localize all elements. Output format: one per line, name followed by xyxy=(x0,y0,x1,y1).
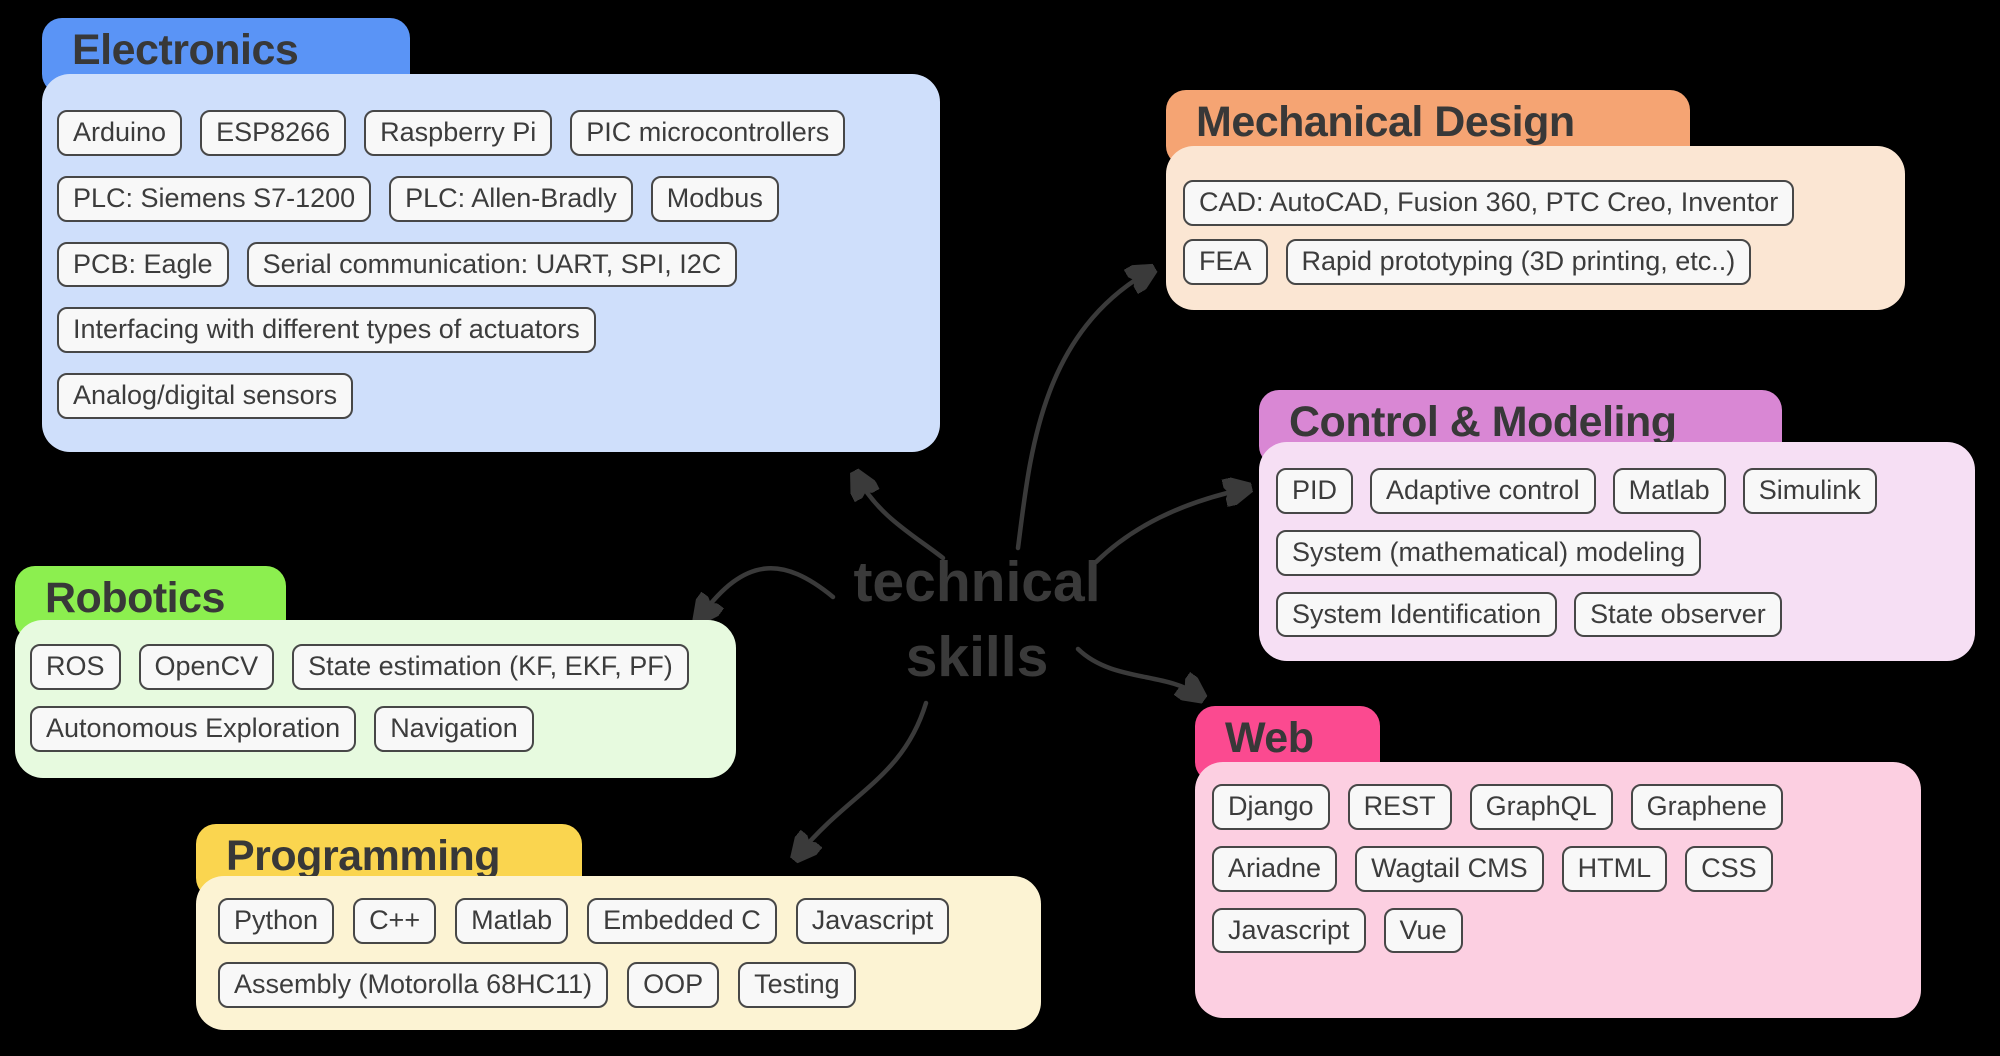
robotics-panel: ROS OpenCV State estimation (KF, EKF, PF… xyxy=(15,620,736,778)
arrow-to-programming xyxy=(799,700,929,854)
skill-row: Autonomous Exploration Navigation xyxy=(30,705,721,752)
skill-pill: REST xyxy=(1347,784,1452,830)
skill-row: PCB: Eagle Serial communication: UART, S… xyxy=(57,241,925,288)
skill-pill: Testing xyxy=(738,961,856,1008)
skill-pill: Vue xyxy=(1383,907,1463,954)
skill-pill: Interfacing with different types of actu… xyxy=(57,307,596,353)
skill-pill: Navigation xyxy=(374,705,534,752)
mechanical-design-panel: CAD: AutoCAD, Fusion 360, PTC Creo, Inve… xyxy=(1166,146,1905,310)
control-modeling-title: Control & Modeling xyxy=(1289,398,1677,446)
skill-pill: Modbus xyxy=(650,175,779,222)
skill-row: Ariadne Wagtail CMS HTML CSS xyxy=(1212,845,1905,892)
skill-pill: Raspberry Pi xyxy=(364,110,553,156)
arrow-to-control-modeling xyxy=(1093,489,1244,565)
skill-row: Python C++ Matlab Embedded C Javascript xyxy=(218,898,1025,944)
skill-pill: OOP xyxy=(627,961,720,1008)
skill-pill: Autonomous Exploration xyxy=(30,705,357,752)
skill-pill: Matlab xyxy=(455,898,569,944)
skill-pill: Javascript xyxy=(795,898,950,944)
arrow-to-web xyxy=(1075,646,1198,695)
skill-row: PID Adaptive control Matlab Simulink xyxy=(1276,468,1961,514)
skill-row: Django REST GraphQL Graphene xyxy=(1212,784,1905,830)
skill-pill: PLC: Allen-Bradly xyxy=(389,175,633,222)
skill-row: System (mathematical) modeling xyxy=(1276,529,1961,576)
skill-pill: Embedded C xyxy=(587,898,777,944)
electronics-title: Electronics xyxy=(72,26,299,74)
skill-pill: Arduino xyxy=(57,110,183,156)
skill-row: Interfacing with different types of actu… xyxy=(57,307,925,353)
skill-pill: Javascript xyxy=(1212,907,1366,954)
skill-pill: Adaptive control xyxy=(1370,468,1596,514)
skill-pill: PCB: Eagle xyxy=(57,241,229,288)
skill-row: Arduino ESP8266 Raspberry Pi PIC microco… xyxy=(57,110,925,156)
skill-pill: Graphene xyxy=(1630,784,1783,830)
robotics-title: Robotics xyxy=(45,574,225,622)
skill-pill: PLC: Siemens S7-1200 xyxy=(57,175,372,222)
skill-pill: Ariadne xyxy=(1212,845,1338,892)
skill-pill: Simulink xyxy=(1742,468,1877,514)
skill-pill: Wagtail CMS xyxy=(1355,845,1544,892)
skill-pill: System (mathematical) modeling xyxy=(1276,529,1702,576)
arrow-to-electronics xyxy=(858,478,946,561)
control-modeling-panel: PID Adaptive control Matlab Simulink Sys… xyxy=(1259,442,1975,661)
skill-pill: GraphQL xyxy=(1469,784,1613,830)
skill-row: Javascript Vue xyxy=(1212,907,1905,954)
skill-row: CAD: AutoCAD, Fusion 360, PTC Creo, Inve… xyxy=(1183,180,1889,226)
skill-pill: FEA xyxy=(1183,238,1268,285)
skill-pill: PIC microcontrollers xyxy=(570,110,846,156)
skill-pill: ESP8266 xyxy=(200,110,347,156)
programming-title: Programming xyxy=(226,832,501,880)
skill-row: ROS OpenCV State estimation (KF, EKF, PF… xyxy=(30,644,721,690)
skill-pill: Django xyxy=(1212,784,1330,830)
skill-pill: HTML xyxy=(1561,845,1668,892)
electronics-panel: Arduino ESP8266 Raspberry Pi PIC microco… xyxy=(42,74,940,452)
skill-pill: C++ xyxy=(353,898,437,944)
skill-pill: OpenCV xyxy=(138,644,275,690)
mechanical-design-title: Mechanical Design xyxy=(1196,98,1575,146)
skill-pill: Serial communication: UART, SPI, I2C xyxy=(246,241,738,288)
skill-pill: System Identification xyxy=(1276,591,1558,638)
skill-row: PLC: Siemens S7-1200 PLC: Allen-Bradly M… xyxy=(57,175,925,222)
skill-pill: CSS xyxy=(1685,845,1773,892)
web-panel: Django REST GraphQL Graphene Ariadne Wag… xyxy=(1195,762,1921,1018)
programming-panel: Python C++ Matlab Embedded C Javascript … xyxy=(196,876,1041,1030)
web-title: Web xyxy=(1225,714,1314,762)
skill-row: Assembly (Motorolla 68HC11) OOP Testing xyxy=(218,961,1025,1008)
skill-pill: State estimation (KF, EKF, PF) xyxy=(292,644,689,690)
skill-pill: Analog/digital sensors xyxy=(57,373,354,419)
center-node-technical-skills: technical skills xyxy=(853,550,1101,690)
skill-pill: PID xyxy=(1276,468,1354,514)
arrow-to-mechanical-design xyxy=(1015,272,1148,551)
skill-pill: Matlab xyxy=(1612,468,1726,514)
skill-pill: Assembly (Motorolla 68HC11) xyxy=(218,961,609,1008)
arrow-to-robotics xyxy=(701,566,836,616)
skill-pill: Rapid prototyping (3D printing, etc..) xyxy=(1285,238,1752,285)
skill-pill: Python xyxy=(218,898,335,944)
skill-pill: ROS xyxy=(30,644,121,690)
skill-pill: CAD: AutoCAD, Fusion 360, PTC Creo, Inve… xyxy=(1183,180,1795,226)
skill-row: FEA Rapid prototyping (3D printing, etc.… xyxy=(1183,238,1889,285)
skill-row: System Identification State observer xyxy=(1276,591,1961,638)
skill-pill: State observer xyxy=(1574,591,1782,638)
skill-row: Analog/digital sensors xyxy=(57,373,925,419)
